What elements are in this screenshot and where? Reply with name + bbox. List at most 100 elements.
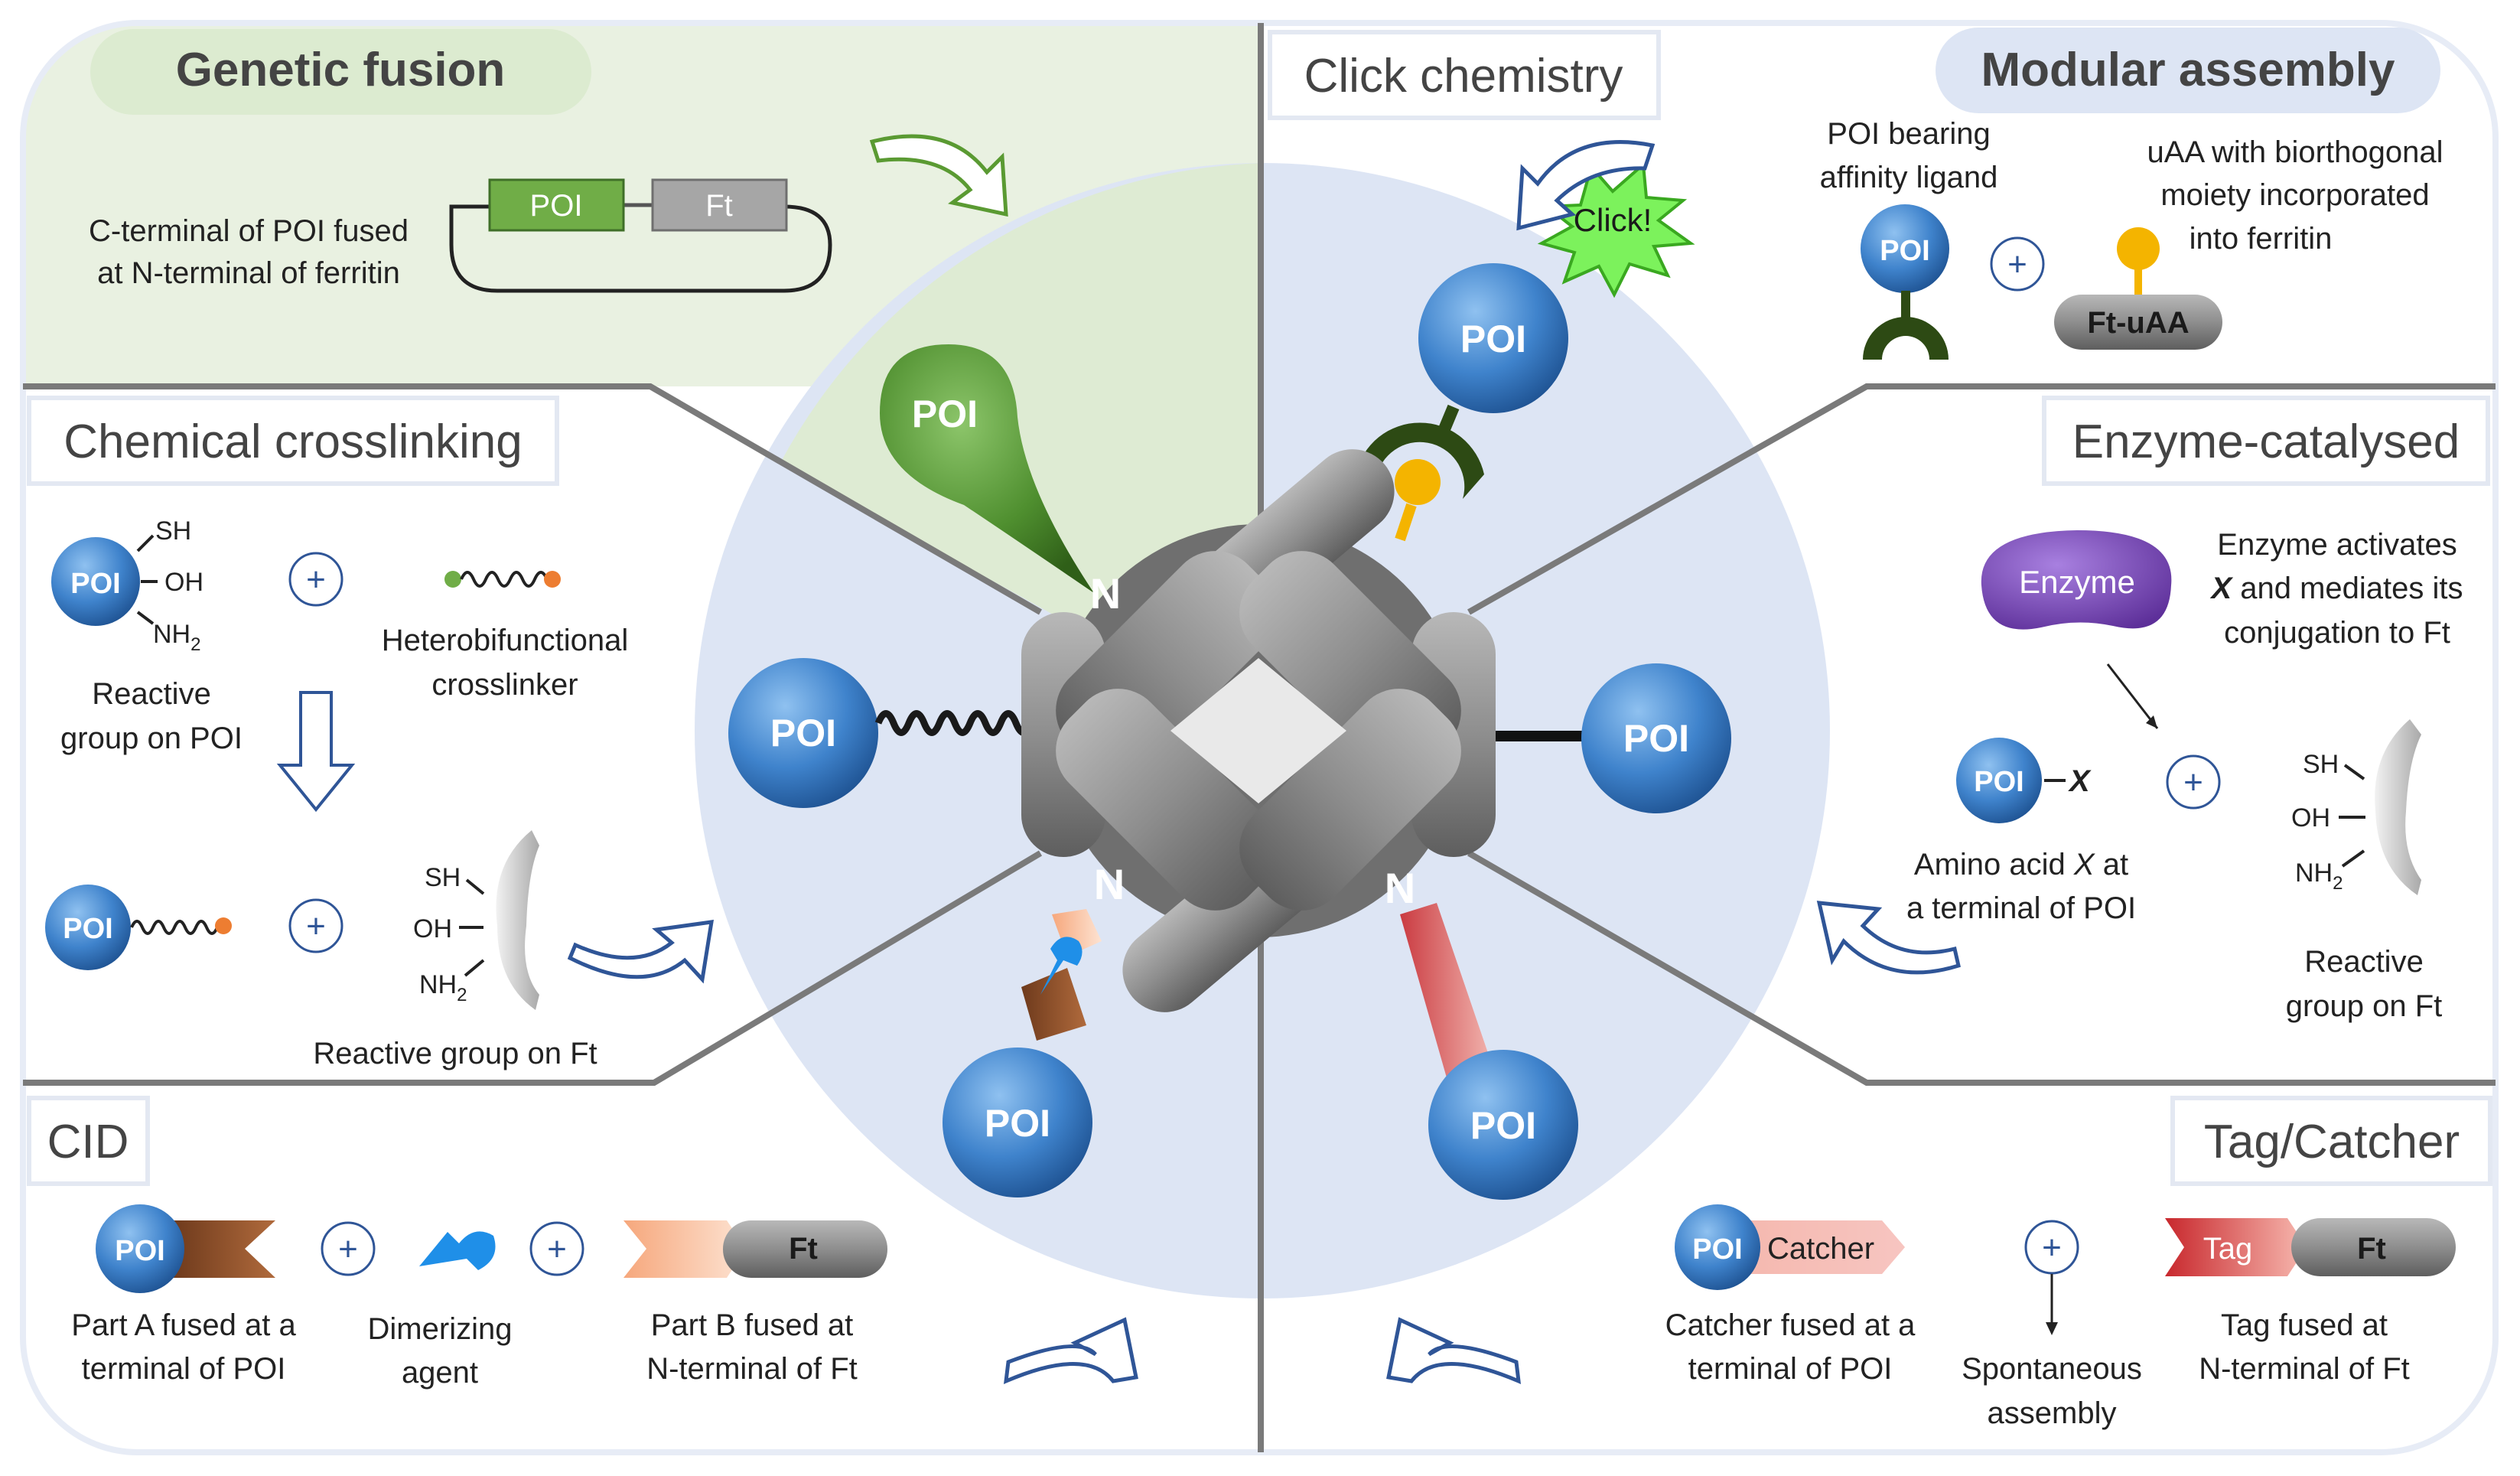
modular-assembly-title: Modular assembly <box>1981 44 2395 96</box>
crosslink-arrow <box>567 920 715 984</box>
plus-sign-3: + <box>306 907 326 945</box>
uaa-caption-2: moiety incorporated <box>2160 178 2429 212</box>
poi-ligand-caption-1: POI bearing <box>1827 117 1990 151</box>
enzyme-catalysed-panel: Enzyme-catalysed Enzyme Enzyme activates… <box>1816 396 2490 1023</box>
click-chemistry-title: Click chemistry <box>1304 50 1623 103</box>
enzyme-title: Enzyme-catalysed <box>2072 415 2460 468</box>
poi-reactive-label: POI <box>70 568 120 600</box>
poi-with-linker <box>45 885 131 970</box>
n-terminus-2: N <box>1094 860 1125 908</box>
ft-surface <box>496 830 539 1010</box>
dimerizing-caption-2: agent <box>402 1356 478 1390</box>
cid-center-poi <box>943 1048 1092 1197</box>
tag-catcher-panel: Tag/Catcher POI Catcher + Spontaneous as… <box>1386 1096 2492 1430</box>
plus-sign-4: + <box>2183 764 2203 801</box>
plus-sign-7: + <box>2042 1229 2062 1266</box>
enzyme-ft-oh: OH <box>2291 803 2330 832</box>
cid-panel: CID POI + + Ft Part A fused at a termina… <box>27 1096 1138 1390</box>
spontaneous-caption-2: assembly <box>1988 1396 2117 1430</box>
ft-oh-group: OH <box>413 914 452 943</box>
tag-label: Tag <box>2203 1232 2253 1266</box>
dimerizing-agent-shape <box>419 1231 496 1270</box>
ft-sh-group: SH <box>425 863 461 892</box>
crosslinking-title: Chemical crosslinking <box>63 415 523 468</box>
poi-x-label: POI <box>1974 766 2023 798</box>
part-b-caption-1: Part B fused at <box>651 1308 854 1342</box>
click-poi-label: POI <box>1460 318 1526 360</box>
plus-circle-3 <box>288 898 343 953</box>
amino-acid-caption-1: Amino acid X at <box>1914 848 2128 881</box>
ft-uaa-block <box>2054 295 2222 350</box>
poi-ligand-caption-2: affinity ligand <box>1820 161 1998 194</box>
sh-group: SH <box>155 516 191 546</box>
enzyme-blob <box>1981 530 2172 630</box>
oh-group: OH <box>164 568 203 597</box>
part-a-caption-2: terminal of POI <box>82 1352 286 1386</box>
enzyme-ft-surface <box>2375 719 2421 895</box>
genetic-fusion-title: Genetic fusion <box>176 44 506 96</box>
plus-circle-2 <box>288 552 343 607</box>
tag-catcher-title-box <box>2170 1096 2492 1186</box>
tag-center-poi <box>1428 1050 1578 1200</box>
amino-acid-x: X <box>2068 764 2092 798</box>
tag-ft-label: Ft <box>2357 1232 2386 1266</box>
part-a-shape <box>172 1220 275 1278</box>
crosslinker-caption-1: Heterobifunctional <box>382 624 628 657</box>
enzyme-rg-caption-1: Reactive <box>2304 945 2424 979</box>
genetic-fusion-title-pill <box>90 29 591 115</box>
part-b-caption-2: N-terminal of Ft <box>646 1352 858 1386</box>
enzyme-ft-nh2: NH2 <box>2295 859 2343 894</box>
ferritin-pore <box>1170 658 1346 803</box>
part-a-caption-1: Part A fused at a <box>71 1308 296 1342</box>
crosslinked-poi-label: POI <box>770 712 836 754</box>
crosslinker-coil <box>460 571 549 588</box>
plus-circle-4 <box>2166 754 2221 810</box>
n-terminus-3: N <box>1385 864 1415 912</box>
catcher-caption-1: Catcher fused at a <box>1665 1308 1916 1342</box>
catcher-label: Catcher <box>1767 1232 1874 1266</box>
tag-caption-1: Tag fused at <box>2221 1308 2388 1342</box>
cid-title: CID <box>47 1116 129 1168</box>
center-conjugates: POI POI POI POI POI POI <box>728 263 1731 1200</box>
click-chemistry-title-box <box>1268 30 1661 120</box>
enzyme-poi-label: POI <box>1623 717 1689 760</box>
panel-dividers <box>23 23 2496 1452</box>
poi-with-linker-label: POI <box>63 913 112 945</box>
click-ligand <box>1356 422 1484 499</box>
poi-gene-block <box>488 178 625 232</box>
cid-center-poi-label: POI <box>985 1102 1050 1145</box>
cid-poi <box>96 1204 184 1293</box>
click-burst-label: Click! <box>1574 202 1652 238</box>
reactive-poi-caption-2: group on POI <box>60 722 243 755</box>
genetic-poi <box>880 344 1094 593</box>
enzyme-desc-1: Enzyme activates <box>2217 528 2457 562</box>
tag-ft-block <box>2291 1218 2456 1276</box>
cid-ft-block <box>723 1220 887 1278</box>
chemical-crosslinking-panel: Chemical crosslinking POI SH OH NH2 Reac… <box>27 396 715 1070</box>
green-arrow <box>869 134 1008 217</box>
tag-shape <box>2165 1218 2307 1276</box>
down-arrow <box>276 691 356 813</box>
ferritin-cage: N N N <box>1021 449 1496 1012</box>
tag-catcher-arrow <box>1386 1317 1521 1385</box>
plus-sign-1: + <box>2007 246 2027 283</box>
reactive-poi-caption-1: Reactive <box>92 677 211 711</box>
click-burst <box>1537 161 1695 298</box>
dimerizing-caption-1: Dimerizing <box>368 1312 513 1346</box>
poi-with-ligand <box>1861 204 1949 293</box>
tag-catcher-title: Tag/Catcher <box>2204 1116 2460 1168</box>
ft-gene-block <box>651 178 788 232</box>
modular-assembly-panel: Click chemistry Modular assembly Click! … <box>1268 28 2443 360</box>
enzyme-ft-sh: SH <box>2303 750 2339 779</box>
plasmid-loop <box>449 204 832 293</box>
click-arrow <box>1516 140 1656 231</box>
enzyme-label: Enzyme <box>2019 564 2135 600</box>
modular-assembly-title-pill <box>1936 28 2440 113</box>
uaa-caption-3: into ferritin <box>2190 222 2333 256</box>
plus-circle-7 <box>2024 1220 2079 1275</box>
plus-sign-5: + <box>338 1230 358 1268</box>
ft-gene-label: Ft <box>705 189 733 223</box>
enzyme-desc-2: X and mediates its <box>2209 572 2463 605</box>
